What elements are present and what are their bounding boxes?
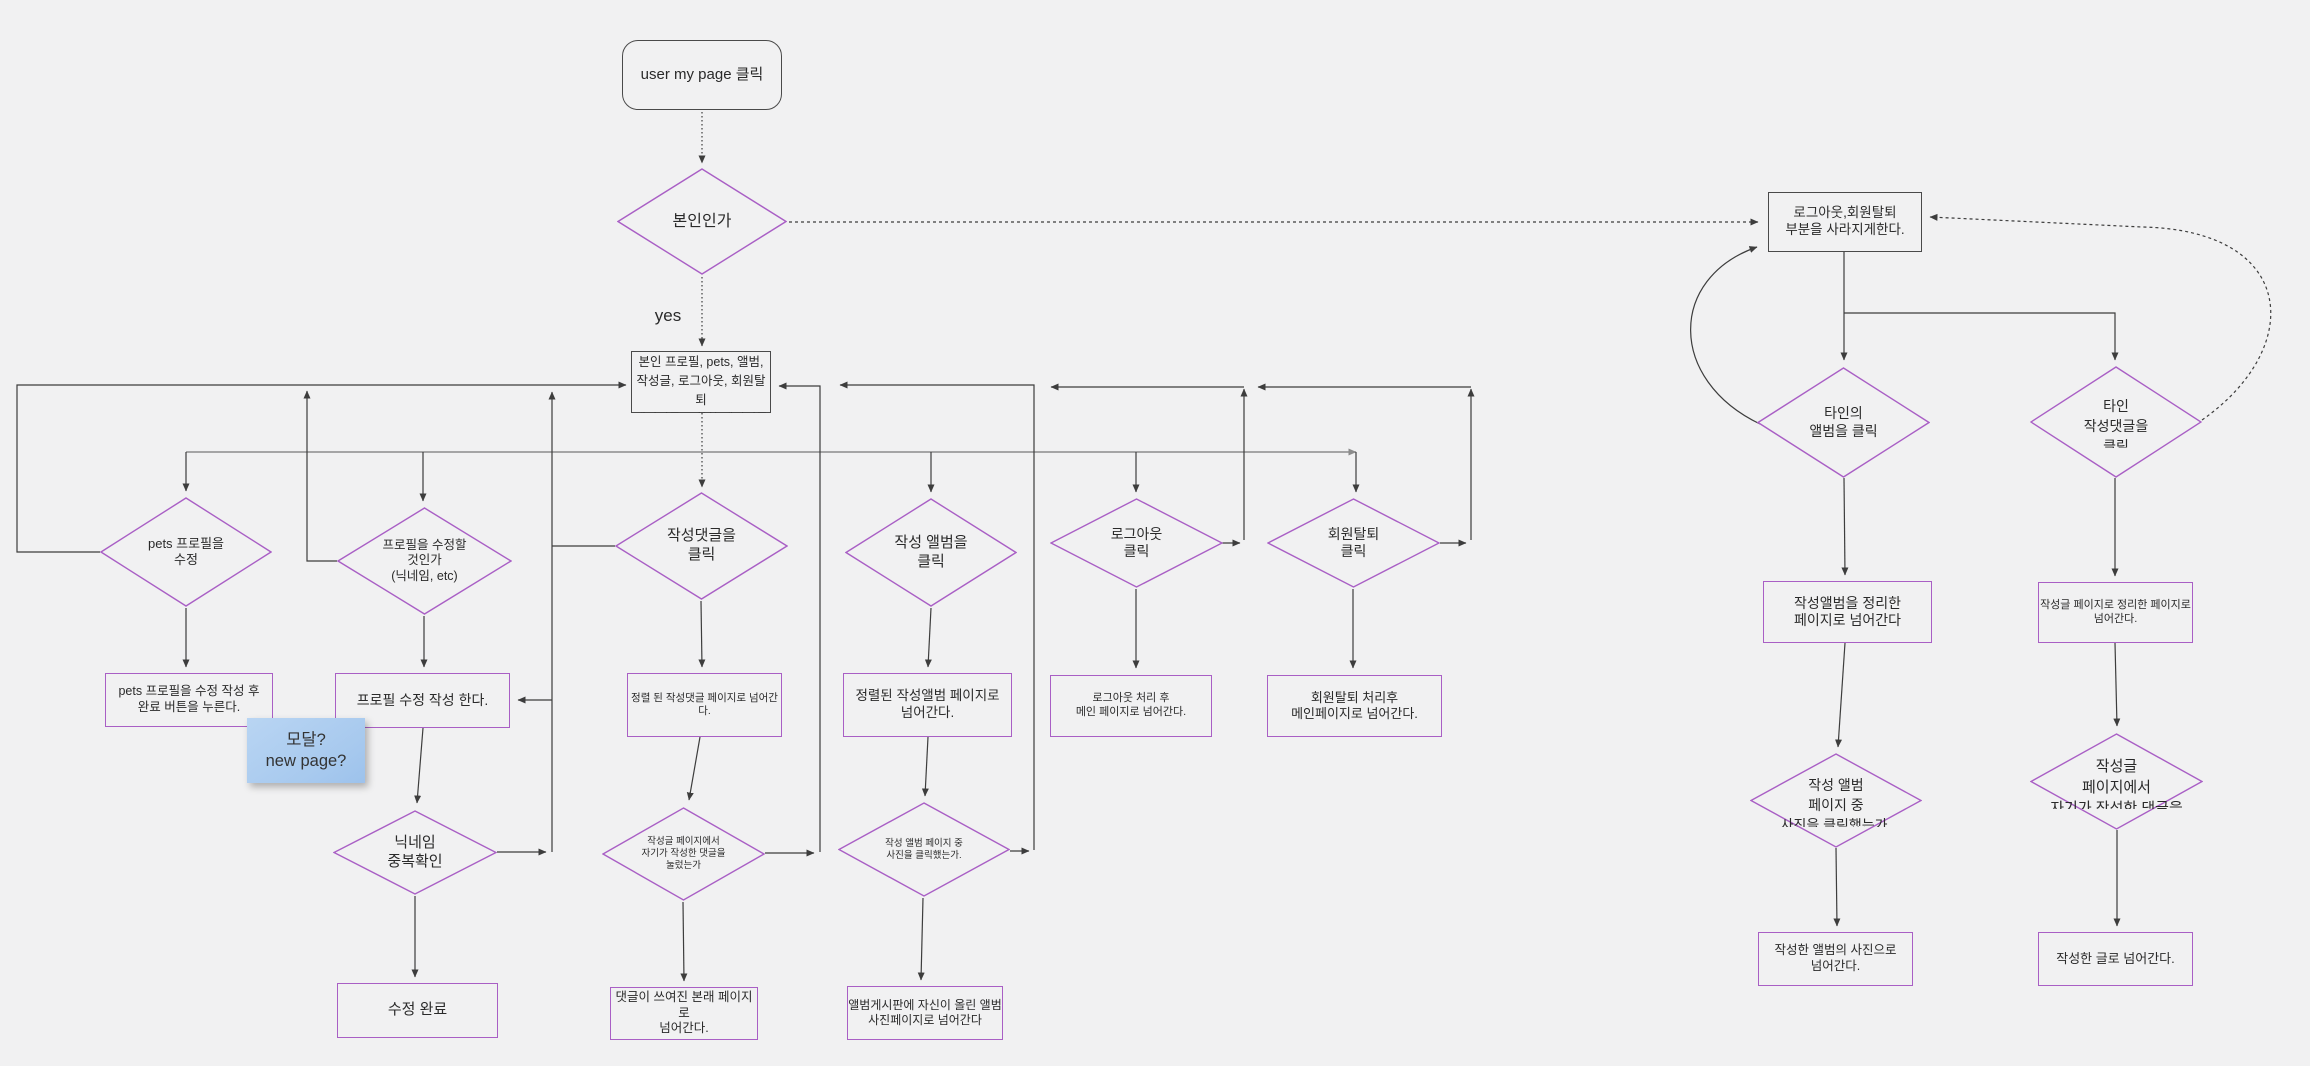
sticky-note-modal[interactable]: 모달? new page? [247, 718, 365, 783]
decision-other-album-photo[interactable]: 작성 앨범 페이지 중 사진을 클릭했는가. [1750, 753, 1922, 848]
diamond-shape [617, 168, 787, 275]
process-pets-edit-label: pets 프로필을 수정 작성 후 완료 버튼을 누른다. [118, 684, 260, 714]
process-sorted-comments-label: 정렬 된 작성댓글 페이지로 넘어간다. [631, 691, 778, 717]
edge-othercommentpage-down [2113, 642, 2121, 727]
process-sorted-comments[interactable]: 정렬 된 작성댓글 페이지로 넘어간다. [627, 673, 782, 737]
decision-own-comment[interactable]: 작성글 페이지에서 자기가 작성한 댓글을 눌렀는가 [602, 807, 765, 901]
process-comment-origin[interactable]: 댓글이 쓰여진 본래 페이지로 넘어간다. [610, 987, 758, 1040]
decision-other-album[interactable]: 타인의 앨범을 클릭 [1757, 367, 1930, 478]
process-hide-logout[interactable]: 로그아웃,회원탈퇴 부분을 사라지게한다. [1768, 192, 1922, 252]
process-logout-done-label: 로그아웃 처리 후 메인 페이지로 넘어간다. [1075, 692, 1187, 718]
process-album-board[interactable]: 앨범게시판에 자신이 올린 앨범 사진페이지로 넘어간다 [847, 986, 1003, 1040]
process-edit-complete[interactable]: 수정 완료 [337, 983, 498, 1038]
process-sorted-albums[interactable]: 정렬된 작성앨범 페이지로 넘어간다. [843, 673, 1012, 737]
process-other-album-page[interactable]: 작성앨범을 정리한 페이지로 넘어간다 [1763, 581, 1932, 643]
decision-other-comment-label: 타인 작성댓글을 클릭 [2083, 398, 2149, 448]
decision-nickname-check-label: 닉네임 중복확인 [387, 833, 443, 870]
process-sorted-albums-label: 정렬된 작성앨범 페이지로 넘어간다. [855, 688, 1000, 720]
process-other-comment-page[interactable]: 작성글 페이지로 정리한 페이지로 넘어간다. [2038, 582, 2193, 643]
diamond-shape [615, 492, 788, 600]
decision-nickname-check[interactable]: 닉네임 중복확인 [333, 810, 497, 895]
edge-owncomment-to-origin [680, 901, 688, 982]
diamond-shape [1750, 753, 1922, 848]
edge-profileedit-to-nickname [414, 727, 424, 804]
decision-pets-profile-label: pets 프로필을 수정 [147, 535, 225, 567]
decision-my-comments-label: 작성댓글을 클릭 [666, 527, 736, 563]
decision-album-photo-label: 작성 앨범 페이지 중 사진을 클릭했는가. [885, 837, 963, 861]
edge-otheralbumphoto-down [1833, 847, 1841, 927]
edge-otheralbum-down [1841, 477, 1849, 576]
process-hide-logout-label: 로그아웃,회원탈퇴 부분을 사라지게한다. [1785, 205, 1905, 237]
decision-logout-label: 로그아웃 클릭 [1110, 525, 1163, 560]
diamond-shape [1050, 498, 1223, 588]
edge-albums-to-rect [924, 607, 932, 668]
edge-comments-to-rect [698, 600, 706, 668]
process-comment-origin-label: 댓글이 쓰여진 본래 페이지로 넘어간다. [615, 990, 753, 1036]
edge-arc-left [1690, 246, 1761, 425]
edge-arc-right [1929, 213, 2272, 421]
process-other-photo-label: 작성한 앨범의 사진으로 넘어간다. [1774, 943, 1897, 973]
process-other-post-label: 작성한 글로 넘어간다. [2056, 950, 2175, 966]
label-yes-label: yes [654, 306, 682, 326]
edge-sortedalbums-to-photo [921, 736, 929, 797]
diamond-shape [333, 810, 497, 895]
process-other-post[interactable]: 작성한 글로 넘어간다. [2038, 932, 2193, 986]
decision-withdraw-label: 회원탈퇴 클릭 [1327, 525, 1380, 560]
decision-own-comment-label: 작성글 페이지에서 자기가 작성한 댓글을 눌렀는가 [641, 836, 726, 871]
decision-pets-profile[interactable]: pets 프로필을 수정 [100, 497, 272, 607]
diamond-shape [100, 497, 272, 607]
diamond-shape [845, 498, 1017, 607]
decision-other-comment-click-label: 작성글 페이지에서 자기가 작성한 댓글을 [2050, 757, 2183, 809]
decision-other-comment[interactable]: 타인 작성댓글을 클릭 [2030, 366, 2202, 478]
process-other-photo[interactable]: 작성한 앨범의 사진으로 넘어간다. [1758, 932, 1913, 986]
process-main-page[interactable]: 본인 프로필, pets, 앨범, 작성글, 로그아웃, 회원탈퇴 페이지를 포… [631, 351, 771, 413]
diamond-shape [1267, 498, 1440, 588]
process-withdraw-done-label: 회원탈퇴 처리후 메인페이지로 넘어간다. [1291, 689, 1418, 721]
label-yes: yes [640, 303, 696, 329]
diamond-shape [2030, 366, 2202, 478]
process-album-board-label: 앨범게시판에 자신이 올린 앨범 사진페이지로 넘어간다 [848, 998, 1002, 1027]
process-edit-complete-label: 수정 완료 [387, 1001, 448, 1019]
edge-loop-820 [778, 382, 821, 852]
edge-loop-1034 [839, 381, 1035, 850]
diamond-shape [337, 507, 512, 615]
start-user-my-page-label: user my page 클릭 [640, 65, 764, 83]
diamond-shape [1757, 367, 1930, 478]
edge-pets-loop-to-main [16, 381, 627, 553]
decision-is-self-label: 본인인가 [672, 212, 732, 230]
diamond-shape [838, 802, 1010, 897]
decision-edit-profile-label: 프로필을 수정할 것인가 (닉네임, etc) [382, 537, 467, 583]
decision-other-comment-click[interactable]: 작성글 페이지에서 자기가 작성한 댓글을 [2030, 733, 2203, 830]
decision-withdraw[interactable]: 회원탈퇴 클릭 [1267, 498, 1440, 588]
decision-other-album-photo-label: 작성 앨범 페이지 중 사진을 클릭했는가. [1780, 776, 1892, 827]
decision-logout[interactable]: 로그아웃 클릭 [1050, 498, 1223, 588]
edge-albumphoto-to-board [917, 897, 925, 981]
diamond-shape [2030, 733, 2203, 830]
decision-my-albums[interactable]: 작성 앨범을 클릭 [845, 498, 1017, 607]
decision-my-albums-label: 작성 앨범을 클릭 [894, 533, 968, 570]
decision-album-photo[interactable]: 작성 앨범 페이지 중 사진을 클릭했는가. [838, 802, 1010, 897]
process-withdraw-done[interactable]: 회원탈퇴 처리후 메인페이지로 넘어간다. [1267, 675, 1442, 737]
decision-edit-profile[interactable]: 프로필을 수정할 것인가 (닉네임, etc) [337, 507, 512, 615]
decision-is-self[interactable]: 본인인가 [617, 168, 787, 275]
process-other-album-page-label: 작성앨범을 정리한 페이지로 넘어간다 [1794, 594, 1901, 629]
edge-hide-branch-othercomment [1844, 312, 2119, 361]
decision-other-album-label: 타인의 앨범을 클릭 [1809, 405, 1878, 439]
sticky-note-modal-label: 모달? new page? [265, 730, 347, 770]
edge-otheralbumpage-down [1835, 642, 1846, 748]
decision-my-comments[interactable]: 작성댓글을 클릭 [615, 492, 788, 600]
process-main-page-label: 본인 프로필, pets, 앨범, 작성글, 로그아웃, 회원탈퇴 페이지를 포… [634, 355, 767, 413]
process-logout-done[interactable]: 로그아웃 처리 후 메인 페이지로 넘어간다. [1050, 675, 1212, 737]
edge-sortedcomments-to-owncomment [686, 736, 701, 801]
process-pets-edit[interactable]: pets 프로필을 수정 작성 후 완료 버튼을 누른다. [105, 673, 273, 727]
process-profile-edit-label: 프로필 수정 작성 한다. [356, 691, 489, 708]
process-other-comment-page-label: 작성글 페이지로 정리한 페이지로 넘어간다. [2040, 598, 2191, 625]
start-user-my-page[interactable]: user my page 클릭 [622, 40, 782, 110]
diamond-shape [602, 807, 765, 901]
edge-profile-left-loop [303, 390, 337, 562]
